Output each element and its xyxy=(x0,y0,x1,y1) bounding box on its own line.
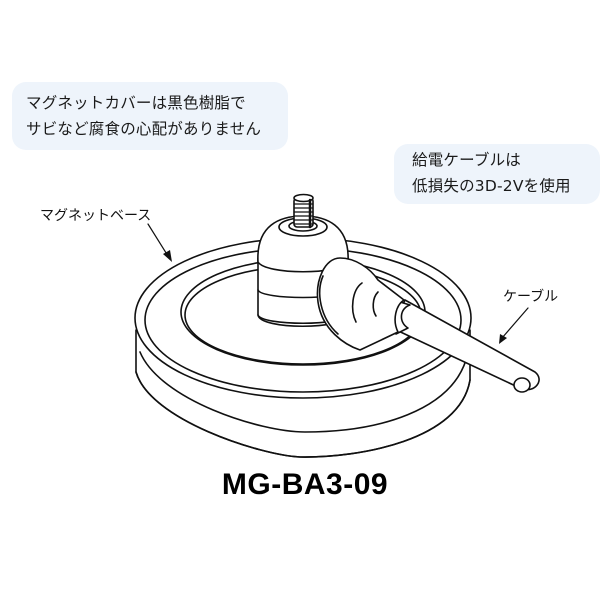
callout-line: 低損失の3D-2Vを使用 xyxy=(412,177,571,195)
callout-line: マグネットカバーは黒色樹脂で xyxy=(26,94,246,112)
callout-line: 給電ケーブルは xyxy=(412,151,521,169)
cover-callout: マグネットカバーは黒色樹脂で サビなど腐食の心配がありません xyxy=(12,82,288,150)
magnet-base-label: マグネットベース xyxy=(40,208,152,224)
cable-spec-callout: 給電ケーブルは 低損失の3D-2Vを使用 xyxy=(394,144,600,204)
callout-line: サビなど腐食の心配がありません xyxy=(26,120,262,138)
cable-plug xyxy=(316,257,405,351)
cable-label: ケーブル xyxy=(503,289,559,305)
model-number: MG-BA3-09 xyxy=(221,468,389,501)
